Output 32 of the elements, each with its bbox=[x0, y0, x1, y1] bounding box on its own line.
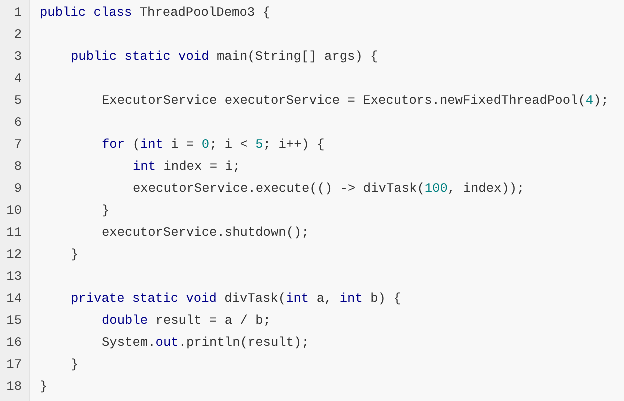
code-line: private static void divTask(int a, int b) { bbox=[71, 291, 402, 307]
line-number: 2 bbox=[13, 27, 22, 43]
code-line: } bbox=[71, 357, 79, 373]
line-number: 12 bbox=[6, 247, 22, 263]
code-line: System.out.println(result); bbox=[102, 335, 310, 351]
code-line: public class ThreadPoolDemo3 { bbox=[40, 5, 270, 21]
line-number: 5 bbox=[13, 93, 22, 109]
code-line: } bbox=[71, 247, 79, 263]
code-line: double result = a / b; bbox=[102, 313, 271, 329]
line-number: 10 bbox=[6, 203, 22, 219]
line-number: 3 bbox=[13, 49, 22, 65]
line-number: 1 bbox=[13, 5, 22, 21]
line-number: 11 bbox=[6, 225, 22, 241]
code-line: public static void main(String[] args) { bbox=[71, 49, 378, 65]
code-line: int index = i; bbox=[133, 159, 241, 175]
code-line: executorService.execute(() -> divTask(100, index)); bbox=[133, 181, 525, 197]
code-line: for (int i = 0; i < 5; i++) { bbox=[102, 137, 325, 153]
line-number: 4 bbox=[13, 71, 22, 87]
line-number: 16 bbox=[6, 335, 22, 351]
line-number: 8 bbox=[13, 159, 22, 175]
line-number: 15 bbox=[6, 313, 22, 329]
line-number: 6 bbox=[13, 115, 22, 131]
line-number: 9 bbox=[13, 181, 22, 197]
line-number: 14 bbox=[6, 291, 22, 307]
line-number: 7 bbox=[13, 137, 22, 153]
line-number: 17 bbox=[6, 357, 22, 373]
code-line: ExecutorService executorService = Executors.newFixedThreadPool(4); bbox=[102, 93, 609, 109]
code-line: } bbox=[102, 203, 110, 219]
line-number: 18 bbox=[6, 379, 22, 395]
line-number: 13 bbox=[6, 269, 22, 285]
code-line: executorService.shutdown(); bbox=[102, 225, 310, 241]
code-line: } bbox=[40, 379, 48, 395]
